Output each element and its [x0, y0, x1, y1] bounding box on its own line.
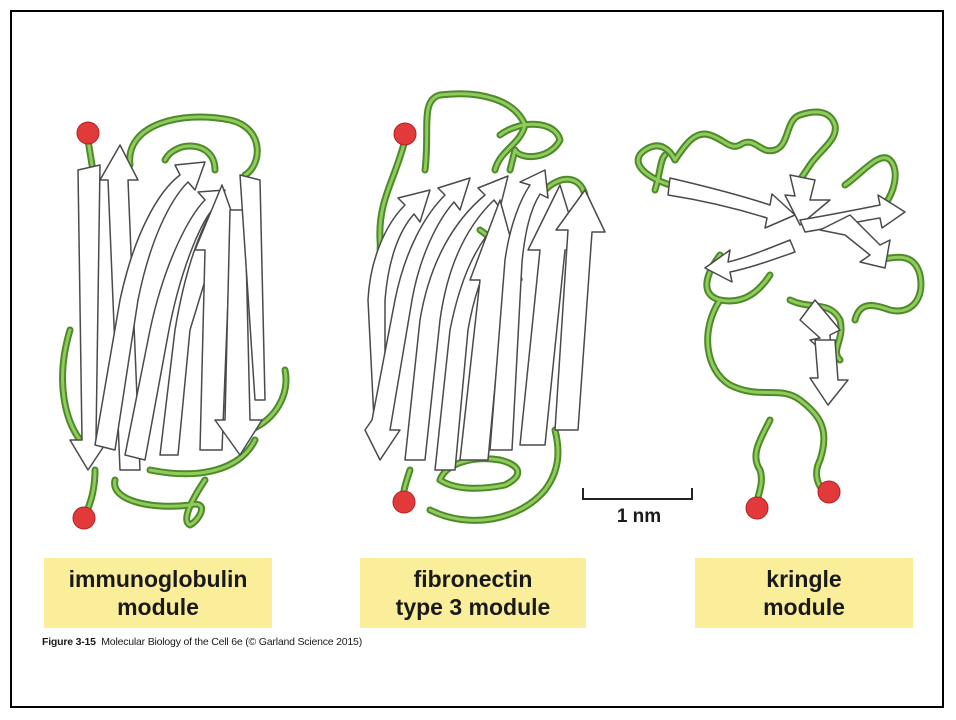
immunoglobulin-structure [63, 117, 286, 529]
fibronectin-label-line1: fibronectin [360, 565, 586, 593]
figure-source: Molecular Biology of the Cell 6e (© Garl… [101, 636, 362, 648]
kringle-module-label: kringle module [695, 558, 913, 628]
kringle-label-line2: module [695, 593, 913, 621]
figure-number: Figure 3-15 [42, 636, 96, 648]
figure-caption: Figure 3-15 Molecular Biology of the Cel… [42, 636, 362, 648]
fibronectin-module-label: fibronectin type 3 module [360, 558, 586, 628]
kringle-label-line1: kringle [695, 565, 913, 593]
immunoglobulin-label-line1: immunoglobulin [44, 565, 272, 593]
immunoglobulin-module-label: immunoglobulin module [44, 558, 272, 628]
kringle-structure [638, 112, 921, 519]
fibronectin-label-line2: type 3 module [360, 593, 586, 621]
scale-bar [583, 488, 692, 499]
scale-bar-label: 1 nm [584, 506, 694, 528]
fibronectin-structure [365, 94, 605, 521]
immunoglobulin-label-line2: module [44, 593, 272, 621]
